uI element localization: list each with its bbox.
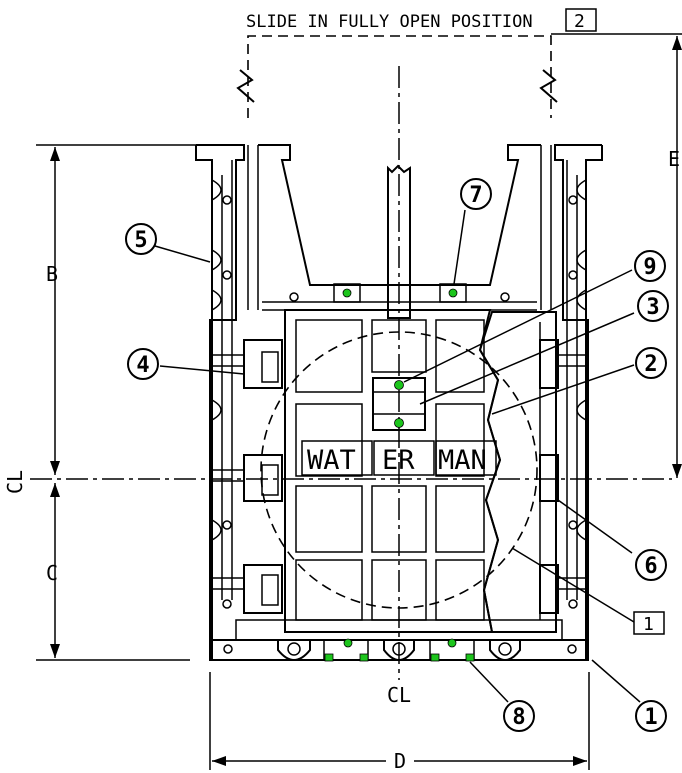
balloon-item-7: 7 [460, 178, 492, 210]
logo-text-wat: WAT [307, 445, 356, 476]
svg-text:4: 4 [136, 353, 149, 378]
balloon-item-2: 2 [635, 347, 667, 379]
note-tag-box [565, 8, 597, 32]
logo-text-er: ER [382, 445, 415, 476]
stem [387, 164, 411, 319]
dimension-d [209, 672, 590, 770]
slide-open-phantom-outline [236, 35, 558, 118]
svg-text:3: 3 [646, 295, 659, 320]
balloon-item-6: 6 [635, 549, 667, 581]
tag-box-1 [633, 611, 665, 635]
dimension-d-label: D [394, 749, 406, 773]
fasteners [324, 283, 475, 662]
dimension-e-label: E [668, 147, 680, 171]
balloon-item-4: 4 [127, 348, 159, 380]
dimension-e [551, 33, 682, 478]
balloon-item-1: 1 [635, 700, 667, 732]
vertical-centerline-label: CL [387, 683, 411, 707]
note-tag-number: 2 [574, 11, 585, 32]
balloon-item-3: 3 [637, 290, 669, 322]
dimension-c [36, 483, 190, 661]
svg-text:2: 2 [644, 352, 657, 377]
dimension-b [36, 144, 196, 475]
seat-cutaway [478, 311, 557, 633]
svg-text:7: 7 [469, 183, 482, 208]
balloon-item-9: 9 [634, 250, 666, 282]
dimension-c-label: C [46, 561, 58, 585]
svg-text:1: 1 [644, 705, 657, 730]
leader-lines [154, 209, 641, 703]
horizontal-centerline-label: CL [3, 470, 27, 494]
port-opening [260, 331, 538, 609]
balloon-item-8: 8 [503, 700, 535, 732]
logo-text-man: MAN [438, 445, 487, 476]
svg-text:9: 9 [643, 255, 656, 280]
wedge-blocks [210, 339, 588, 614]
tag-box-1-number: 1 [643, 614, 654, 635]
svg-text:6: 6 [644, 554, 657, 579]
slide-open-note: SLIDE IN FULLY OPEN POSITION [246, 12, 533, 32]
svg-text:5: 5 [134, 228, 147, 253]
dimension-b-label: B [46, 262, 58, 286]
balloon-item-5: 5 [125, 223, 157, 255]
svg-text:8: 8 [512, 705, 525, 730]
